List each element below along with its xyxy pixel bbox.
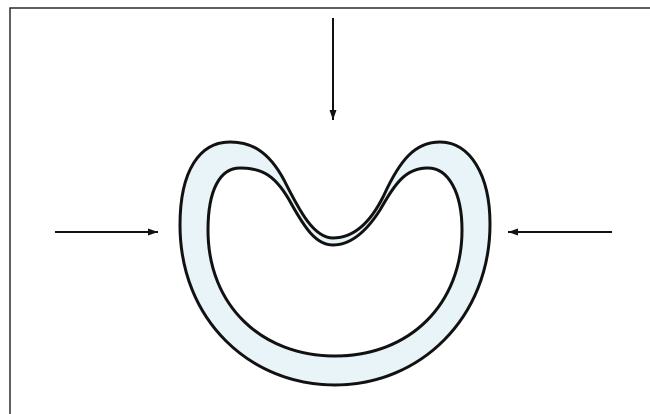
tube-inner-wall	[206, 166, 464, 358]
diagram-frame	[9, 7, 650, 414]
